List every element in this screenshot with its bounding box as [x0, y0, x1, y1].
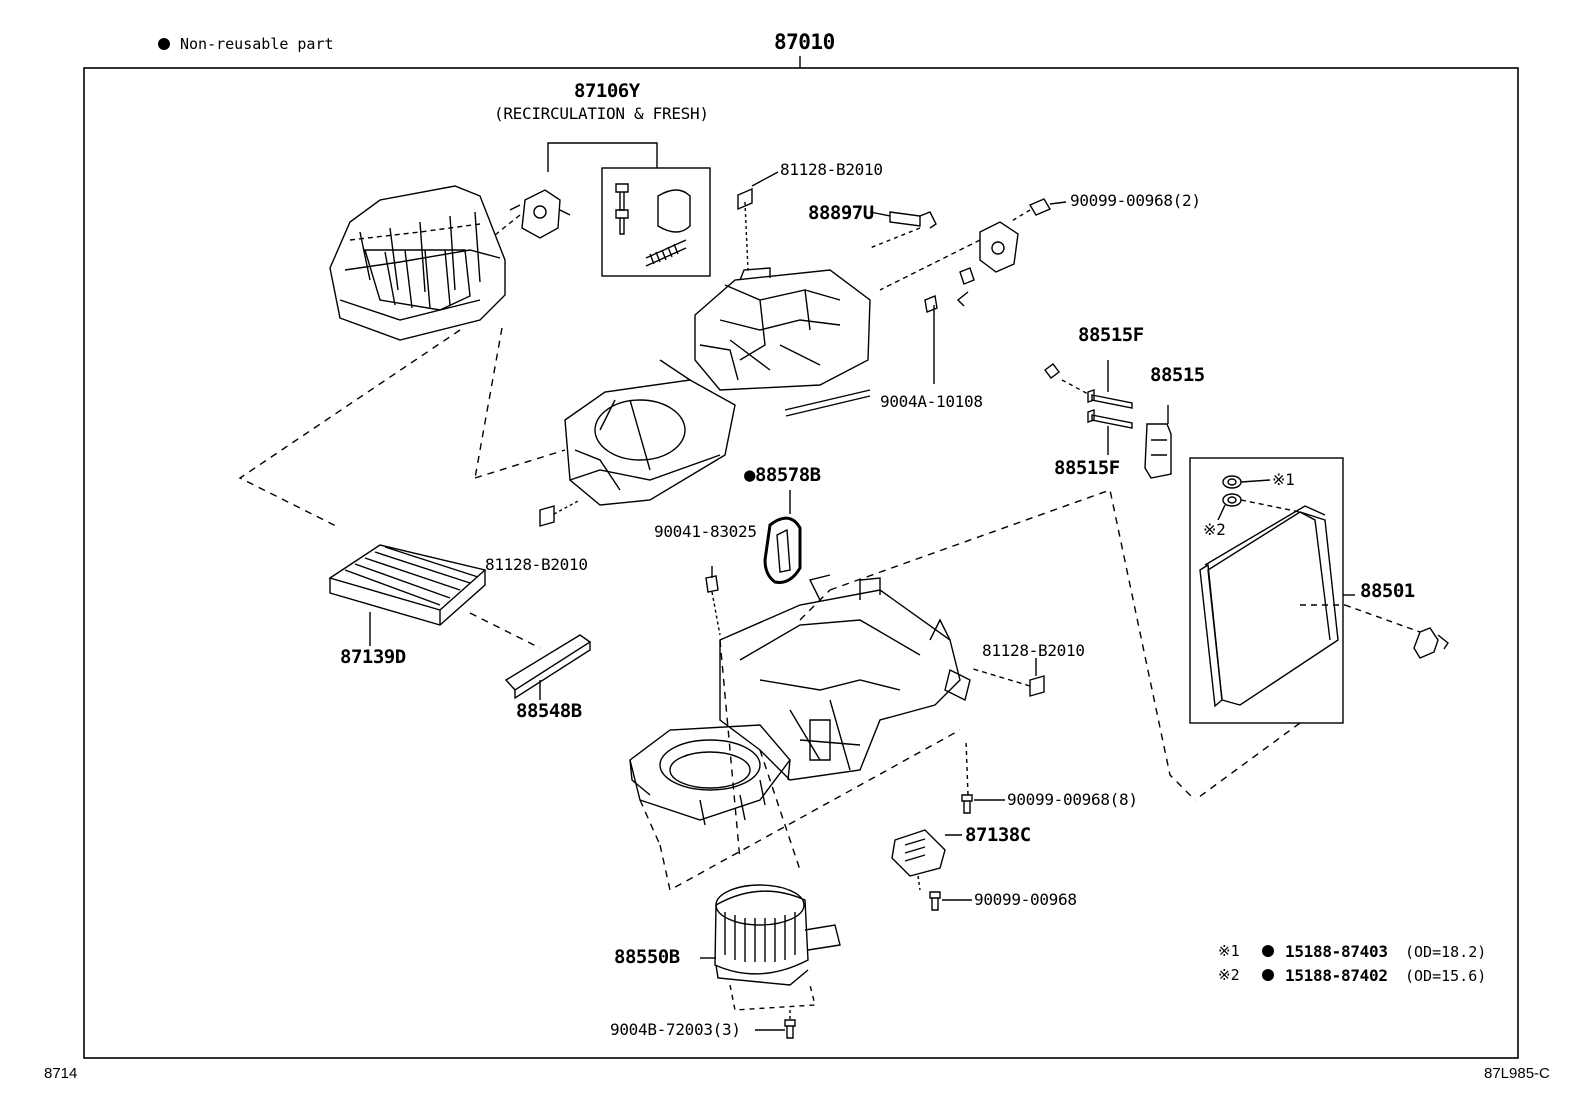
bolts-drawing	[1044, 360, 1133, 455]
actuator-right-drawing	[879, 198, 1067, 384]
callout-81128-mid[interactable]: 81128-B2010	[485, 555, 588, 574]
assembly-frame	[83, 67, 1519, 1059]
legend-dot	[158, 38, 170, 50]
screw-9004b	[784, 1019, 796, 1039]
filter-drawing	[328, 544, 487, 646]
callout-81128-right[interactable]: 81128-B2010	[982, 641, 1085, 660]
callout-81128-top[interactable]: 81128-B2010	[780, 160, 883, 179]
callout-90099-2[interactable]: 90099-00968(2)	[1070, 191, 1201, 210]
blower-scroll-drawing	[629, 724, 791, 826]
thermistor-drawing	[1413, 627, 1449, 659]
callout-90099-8[interactable]: 90099-00968(8)	[1007, 790, 1138, 809]
screw-8	[961, 794, 973, 814]
legend-text: Non-reusable part	[180, 35, 334, 53]
rod-drawing	[784, 389, 871, 417]
intake-case-drawing	[329, 185, 506, 341]
callout-87106y-subtitle: (RECIRCULATION & FRESH)	[494, 104, 709, 123]
callout-9004a[interactable]: 9004A-10108	[880, 392, 983, 411]
expansion-valve-drawing	[1144, 405, 1172, 479]
callout-87138c[interactable]: 87138C	[965, 824, 1031, 846]
callout-mark-1: ※1	[1272, 470, 1295, 489]
callout-88501[interactable]: 88501	[1360, 580, 1415, 602]
footer-right-code: 87L985-C	[1484, 1065, 1550, 1082]
note-1-part[interactable]: 15188-87403	[1285, 942, 1388, 961]
callout-87139d[interactable]: 87139D	[340, 646, 406, 668]
note-1-spec: (OD=18.2)	[1405, 943, 1487, 961]
callout-88515f-top[interactable]: 88515F	[1078, 324, 1144, 346]
callout-88897u[interactable]: 88897U	[808, 202, 874, 224]
parts-kit-box	[601, 167, 711, 277]
filter-cover-drawing	[504, 634, 592, 700]
upper-case-drawing	[694, 267, 871, 391]
seal-drawing	[763, 490, 802, 584]
note-2-mark: ※2	[1218, 966, 1240, 984]
callout-9004b[interactable]: 9004B-72003(3)	[610, 1020, 741, 1039]
kit-parts-drawing	[615, 183, 691, 267]
callout-88578b[interactable]: ●88578B	[744, 464, 821, 486]
footer-left-code: 8714	[44, 1065, 78, 1082]
assembly-number[interactable]: 87010	[774, 30, 835, 54]
callout-88550b[interactable]: 88550B	[614, 946, 680, 968]
sensor-drawing	[889, 211, 937, 229]
callout-88515[interactable]: 88515	[1150, 364, 1205, 386]
clip-right	[1029, 675, 1045, 697]
note-1-mark: ※1	[1218, 942, 1240, 960]
lower-case-drawing	[719, 574, 971, 781]
evaporator-drawing	[1199, 505, 1345, 708]
evaporator-box	[1189, 457, 1344, 724]
o-ring-2	[1222, 493, 1242, 507]
actuator-drawing	[509, 189, 571, 239]
callout-88515f-bottom[interactable]: 88515F	[1054, 457, 1120, 479]
note-2-part[interactable]: 15188-87402	[1285, 966, 1388, 985]
callout-mark-2: ※2	[1203, 520, 1226, 539]
clip-90041	[705, 575, 719, 593]
blower-motor-drawing	[700, 884, 841, 986]
note-2-spec: (OD=15.6)	[1405, 967, 1487, 985]
blower-housing-drawing	[564, 359, 736, 506]
clip-top	[737, 187, 753, 211]
clip-mid	[539, 505, 555, 527]
callout-88548b[interactable]: 88548B	[516, 700, 582, 722]
screw-single	[929, 891, 941, 911]
resistor-drawing	[891, 829, 962, 891]
callout-87106y[interactable]: 87106Y	[574, 80, 640, 102]
callout-90041[interactable]: 90041-83025	[654, 522, 757, 541]
o-ring-1	[1222, 475, 1242, 489]
callout-90099[interactable]: 90099-00968	[974, 890, 1077, 909]
